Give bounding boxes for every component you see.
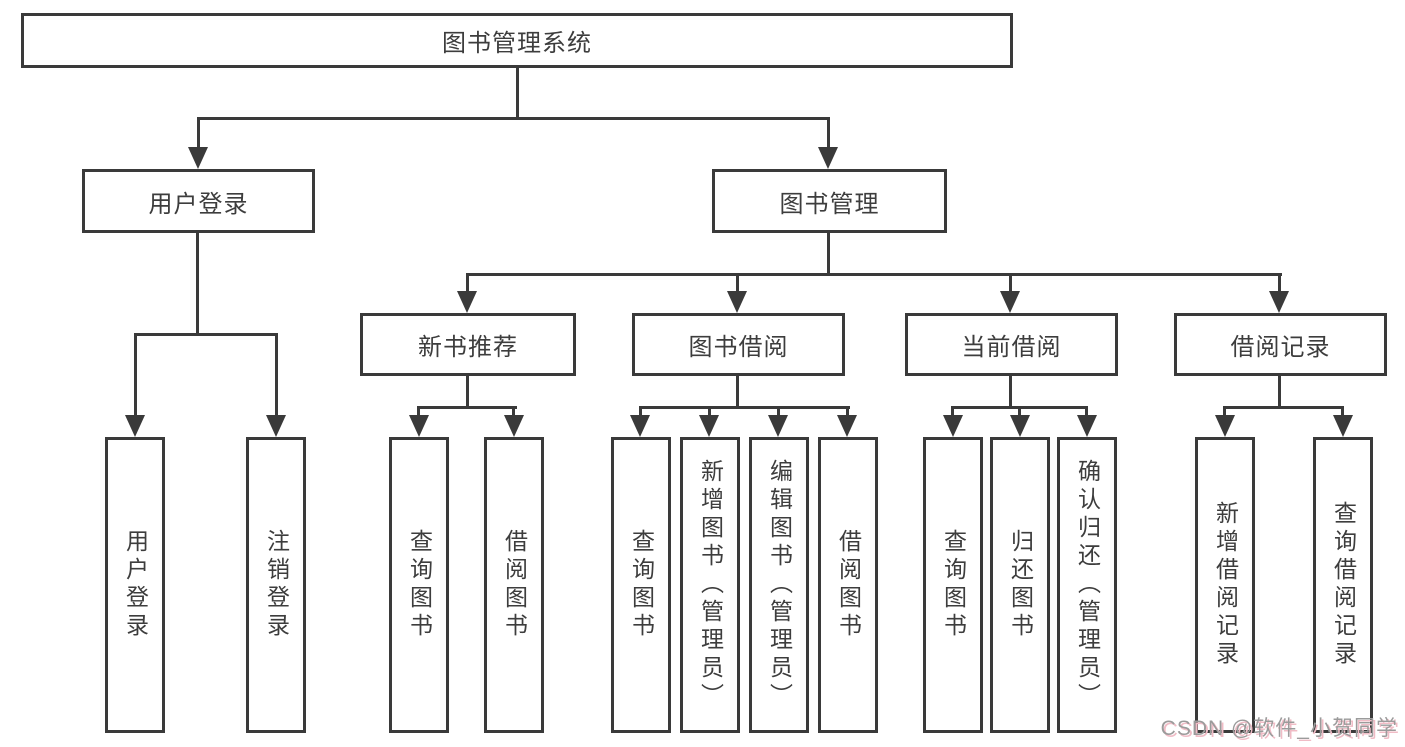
arrowhead-icon bbox=[768, 415, 788, 437]
leaf-add-book-admin: 新增图书（管理员） bbox=[680, 437, 740, 733]
leaf-borrow-books-borrow: 借阅图书 bbox=[818, 437, 878, 733]
connector bbox=[275, 333, 278, 417]
arrowhead-icon bbox=[409, 415, 429, 437]
arrowhead-icon bbox=[818, 147, 838, 169]
arrowhead-icon bbox=[1269, 291, 1289, 313]
node-library-management-system: 图书管理系统 bbox=[21, 13, 1013, 68]
node-label: 新增图书（管理员） bbox=[697, 459, 724, 711]
connector bbox=[639, 406, 850, 409]
connector bbox=[512, 406, 515, 420]
leaf-return-book: 归还图书 bbox=[990, 437, 1050, 733]
node-label: 用户登录 bbox=[122, 529, 149, 641]
node-book-management: 图书管理 bbox=[712, 169, 947, 233]
connector bbox=[777, 406, 780, 420]
arrowhead-icon bbox=[1010, 415, 1030, 437]
arrowhead-icon bbox=[630, 415, 650, 437]
connector bbox=[466, 376, 469, 409]
arrowhead-icon bbox=[1077, 415, 1097, 437]
connector bbox=[1223, 406, 1226, 420]
node-label: 新增借阅记录 bbox=[1212, 501, 1239, 669]
node-borrowing-records: 借阅记录 bbox=[1174, 313, 1387, 376]
node-user-login: 用户登录 bbox=[82, 169, 315, 233]
arrowhead-icon bbox=[943, 415, 963, 437]
leaf-query-borrow-record: 查询借阅记录 bbox=[1313, 437, 1373, 733]
connector bbox=[1018, 406, 1021, 420]
arrowhead-icon bbox=[188, 147, 208, 169]
connector bbox=[951, 406, 954, 420]
node-label: 借阅图书 bbox=[835, 529, 862, 641]
node-label: 用户登录 bbox=[148, 190, 249, 218]
node-book-borrowing: 图书借阅 bbox=[632, 313, 845, 376]
node-current-borrowing: 当前借阅 bbox=[905, 313, 1118, 376]
connector bbox=[466, 273, 469, 295]
leaf-query-books-recommend: 查询图书 bbox=[389, 437, 449, 733]
arrowhead-icon bbox=[504, 415, 524, 437]
connector bbox=[1009, 273, 1012, 295]
leaf-user-login: 用户登录 bbox=[105, 437, 165, 733]
node-label: 借阅记录 bbox=[1230, 334, 1331, 361]
node-label: 图书管理系统 bbox=[442, 30, 592, 57]
node-label: 新书推荐 bbox=[418, 334, 518, 361]
arrowhead-icon bbox=[727, 291, 747, 313]
node-label: 当前借阅 bbox=[961, 334, 1062, 361]
arrowhead-icon bbox=[266, 415, 286, 437]
connector bbox=[639, 406, 642, 420]
csdn-watermark: CSDN @软件_小贺同学 bbox=[1160, 717, 1398, 740]
arrowhead-icon bbox=[1333, 415, 1353, 437]
connector bbox=[827, 117, 830, 151]
leaf-edit-book-admin: 编辑图书（管理员） bbox=[749, 437, 809, 733]
connector bbox=[197, 117, 830, 120]
connector bbox=[736, 376, 739, 409]
node-new-book-recommendation: 新书推荐 bbox=[360, 313, 576, 376]
node-label: 归还图书 bbox=[1007, 529, 1034, 641]
connector bbox=[134, 333, 137, 417]
node-label: 查询图书 bbox=[940, 529, 967, 641]
connector bbox=[708, 406, 711, 420]
node-label: 查询借阅记录 bbox=[1330, 501, 1357, 669]
connector bbox=[466, 273, 1282, 276]
leaf-query-books-current: 查询图书 bbox=[923, 437, 983, 733]
connector bbox=[134, 333, 278, 336]
arrowhead-icon bbox=[125, 415, 145, 437]
arrowhead-icon bbox=[457, 291, 477, 313]
node-label: 编辑图书（管理员） bbox=[766, 459, 793, 711]
connector bbox=[827, 233, 830, 276]
leaf-logout: 注销登录 bbox=[246, 437, 306, 733]
connector bbox=[846, 406, 849, 420]
connector bbox=[1085, 406, 1088, 420]
connector bbox=[1223, 406, 1344, 409]
leaf-query-books-borrow: 查询图书 bbox=[611, 437, 671, 733]
arrowhead-icon bbox=[1000, 291, 1020, 313]
connector bbox=[1278, 273, 1281, 295]
arrowhead-icon bbox=[837, 415, 857, 437]
connector bbox=[417, 406, 420, 420]
node-label: 图书管理 bbox=[779, 190, 880, 218]
connector bbox=[1009, 376, 1012, 409]
node-label: 借阅图书 bbox=[501, 529, 528, 641]
connector bbox=[196, 233, 199, 336]
connector bbox=[1341, 406, 1344, 420]
connector bbox=[736, 273, 739, 295]
node-label: 查询图书 bbox=[628, 529, 655, 641]
arrowhead-icon bbox=[1215, 415, 1235, 437]
leaf-add-borrow-record: 新增借阅记录 bbox=[1195, 437, 1255, 733]
leaf-confirm-return-admin: 确认归还（管理员） bbox=[1057, 437, 1117, 733]
node-label: 注销登录 bbox=[263, 529, 290, 641]
arrowhead-icon bbox=[699, 415, 719, 437]
connector bbox=[197, 117, 200, 151]
node-label: 确认归还（管理员） bbox=[1074, 459, 1101, 711]
connector bbox=[417, 406, 517, 409]
leaf-borrow-books-recommend: 借阅图书 bbox=[484, 437, 544, 733]
node-label: 查询图书 bbox=[406, 529, 433, 641]
node-label: 图书借阅 bbox=[688, 334, 789, 361]
connector bbox=[1278, 376, 1281, 409]
connector bbox=[516, 68, 519, 120]
